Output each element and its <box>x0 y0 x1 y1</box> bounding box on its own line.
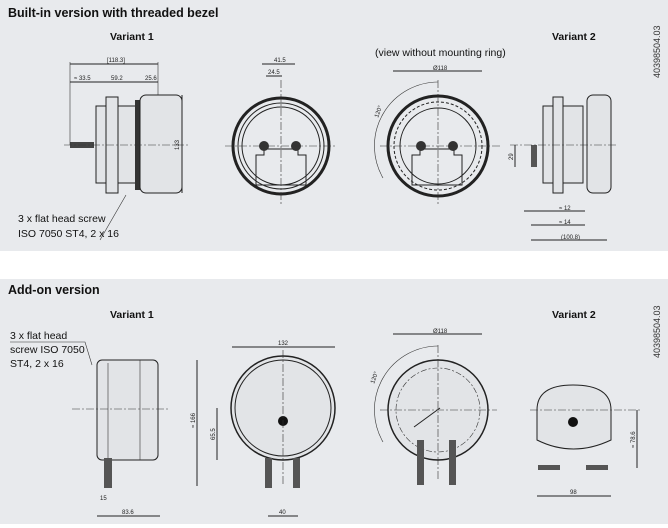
dim-c: 25.6 <box>145 76 157 82</box>
dim-v2-overall: (100.8) <box>561 235 580 241</box>
dim-addon-center: 65.5 <box>211 428 217 440</box>
variant-2-label-addon: Variant 2 <box>552 309 596 321</box>
addon-screw-label-1: 3 x flat head <box>10 330 67 342</box>
side-view-variant-1 <box>64 62 190 241</box>
screw-label-line-1: 3 x flat head screw <box>18 213 106 225</box>
drawing-code-addon: 40398504.03 <box>652 305 662 358</box>
dim-d1: 41.5 <box>274 58 286 64</box>
dim-addon-height: ≈ 166 <box>191 412 197 428</box>
dim-height: 133 <box>175 139 181 150</box>
front-view-addon-variant-2 <box>374 333 497 485</box>
dim-addon-v2-h: ≈ 78.6 <box>631 431 637 448</box>
addon-screw-label-3: ST4, 2 x 16 <box>10 358 64 370</box>
variant-1-label-addon: Variant 1 <box>110 309 154 321</box>
variant-1-label: Variant 1 <box>110 31 154 43</box>
view-note: (view without mounting ring) <box>375 47 506 59</box>
drawing-code: 40398504.03 <box>652 25 662 78</box>
front-view-variant-1 <box>225 63 335 205</box>
front-view-addon-variant-1 <box>196 346 336 517</box>
dim-diameter: Ø118 <box>433 66 448 72</box>
side-view-addon-variant-1 <box>10 341 168 517</box>
dim-v2-h: 29 <box>509 153 515 160</box>
addon-screw-label-2: screw ISO 7050 <box>10 344 85 356</box>
dim-addon-spacing: 40 <box>279 510 286 516</box>
dim-addon-v2-w: 98 <box>570 490 577 496</box>
dim-overall: [118.3] <box>107 58 125 64</box>
dim-addon-angle: 120° <box>370 370 380 384</box>
dim-addon-a: 15 <box>100 496 107 502</box>
dim-a: ≈ 33.5 <box>74 76 91 82</box>
dim-b: 59.2 <box>111 76 123 82</box>
dim-angle: 120° <box>374 104 384 118</box>
section-title-add-on: Add-on version <box>8 283 100 297</box>
front-view-variant-2 <box>374 70 500 205</box>
section-title-built-in: Built-in version with threaded bezel <box>8 6 219 20</box>
dim-addon-diameter: Ø118 <box>433 329 448 335</box>
side-view-addon-variant-2 <box>530 384 640 497</box>
dim-addon-depth: 83.6 <box>122 510 134 516</box>
side-view-variant-2 <box>510 94 617 241</box>
screw-label-line-2: ISO 7050 ST4, 2 x 16 <box>18 228 119 240</box>
dim-addon-width: 132 <box>278 341 289 347</box>
dim-v2-b: ≈ 14 <box>559 220 571 226</box>
dim-d2: 24.5 <box>268 70 280 76</box>
variant-2-label: Variant 2 <box>552 31 596 43</box>
dim-v2-a: ≈ 12 <box>559 206 571 212</box>
